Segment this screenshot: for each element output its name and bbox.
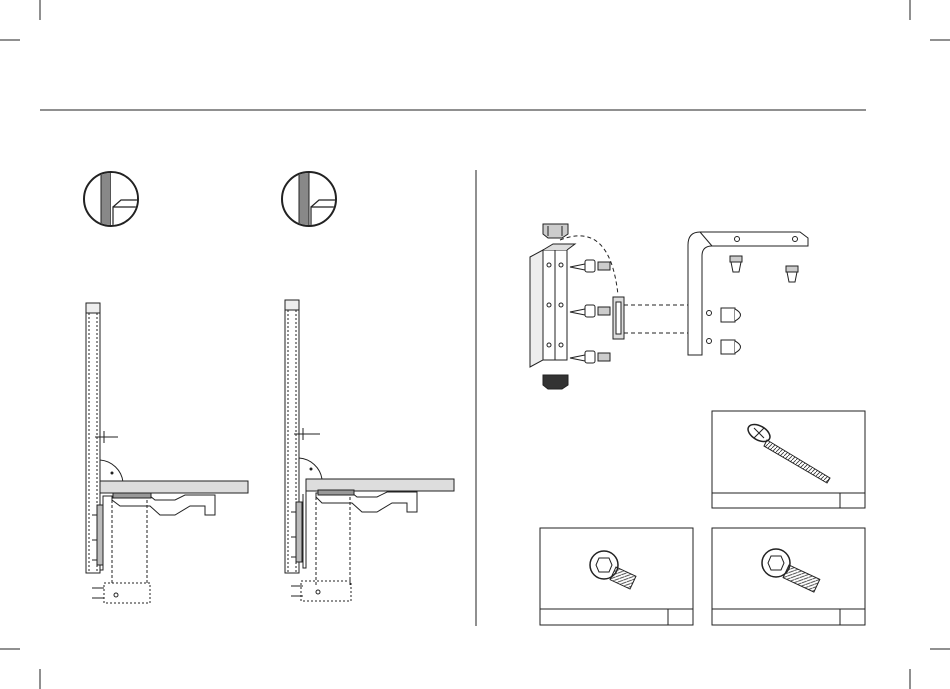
detail-circle-b <box>282 170 338 230</box>
exploded-bracket-assembly <box>530 224 808 389</box>
detail-circle-a <box>84 170 141 230</box>
cross-section-a <box>86 303 248 603</box>
cross-section-b <box>285 300 454 601</box>
part-box-wood-screw <box>712 411 865 508</box>
part-box-button-screw-long <box>712 528 865 625</box>
part-box-button-screw-short <box>540 528 693 625</box>
